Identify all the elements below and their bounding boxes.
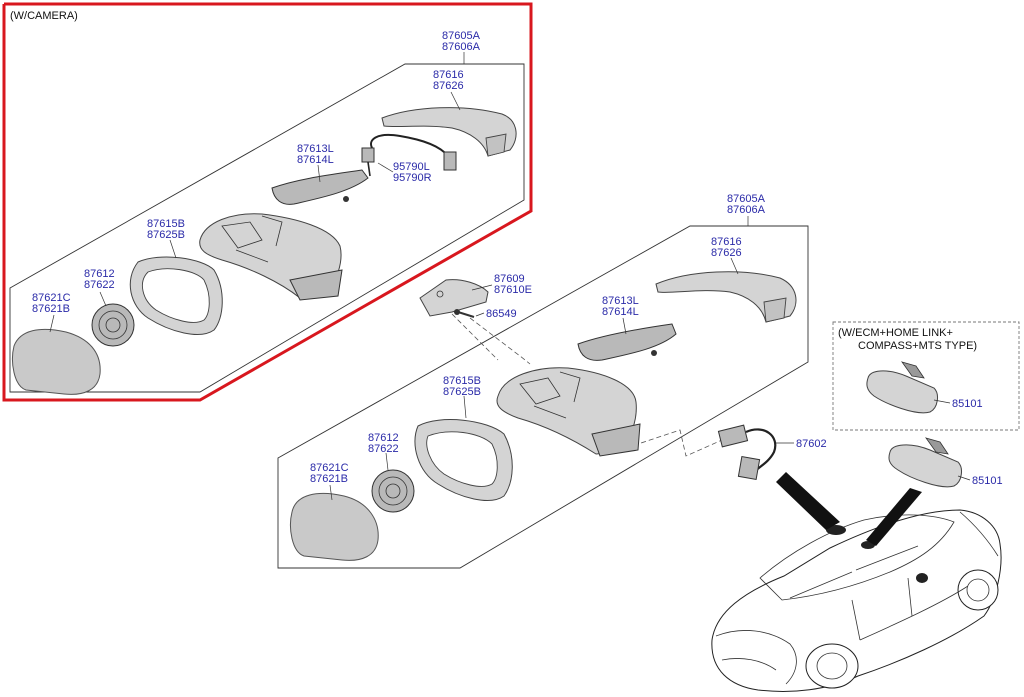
svg-text:87625B: 87625B (147, 229, 185, 241)
label-cover-assy-lower: 87605A 87606A (727, 193, 766, 216)
label-actuator-upper: 87612 87622 (84, 268, 115, 291)
inside-mirror-location-pointer (866, 488, 922, 546)
svg-text:87621B: 87621B (310, 473, 348, 485)
svg-text:87612: 87612 (368, 432, 399, 444)
svg-text:87622: 87622 (368, 443, 399, 455)
svg-text:87621C: 87621C (32, 292, 71, 304)
camera-group-highlight-border (2, 2, 533, 402)
label-wiring: 87602 (796, 438, 827, 450)
label-mirror-glass-upper: 87621C 87621B (32, 292, 71, 315)
svg-text:87614L: 87614L (602, 306, 639, 318)
wiring-harness-icon (717, 424, 777, 480)
camera-group-title: (W/CAMERA) (10, 10, 78, 22)
inside-mirror-option-box (832, 321, 1020, 431)
svg-text:87615B: 87615B (443, 375, 481, 387)
camera-assembly-frame (9, 63, 525, 393)
scalp-cover-icon (381, 107, 517, 157)
svg-text:87606A: 87606A (727, 204, 766, 216)
inside-mirror-option-note: (W/ECM+HOME LINK+ COMPASS+MTS TYPE) (838, 327, 977, 352)
svg-text:87605A: 87605A (442, 30, 481, 42)
scalp-cover-icon (655, 271, 797, 323)
label-inside-mirror-option: 85101 (952, 398, 983, 410)
camera-harness-icon (361, 134, 457, 177)
label-side-repeater-lower: 87613L 87614L (602, 295, 639, 318)
actuator-icon (91, 303, 135, 347)
svg-text:87622: 87622 (84, 279, 115, 291)
svg-text:87616: 87616 (711, 236, 742, 248)
inside-mirror-icon (888, 437, 962, 488)
actuator-icon (371, 469, 415, 513)
svg-text:87613L: 87613L (297, 143, 334, 155)
svg-text:87606A: 87606A (442, 41, 481, 53)
screw-icon (454, 309, 475, 318)
svg-text:95790R: 95790R (393, 172, 432, 184)
svg-text:86549: 86549 (486, 308, 517, 320)
label-inside-mirror: 85101 (972, 475, 1003, 487)
svg-text:87621C: 87621C (310, 462, 349, 474)
bracket-icon (419, 279, 489, 317)
label-side-repeater-upper: 87613L 87614L (297, 143, 334, 166)
wiring-location-pointer (776, 472, 840, 530)
svg-text:COMPASS+MTS TYPE): COMPASS+MTS TYPE) (858, 340, 977, 352)
mirror-body-icon (199, 213, 343, 301)
label-cover-assy-upper: 87605A 87606A (442, 30, 481, 53)
label-mirror-glass-lower: 87621C 87621B (310, 462, 349, 485)
housing-icon (129, 256, 223, 335)
mirror-glass-icon (12, 328, 101, 395)
label-scalp-cover-lower: 87616 87626 (711, 236, 742, 259)
side-repeater-icon (577, 323, 677, 361)
svg-text:87626: 87626 (433, 80, 464, 92)
standard-assembly-frame (277, 225, 809, 569)
svg-text:95790L: 95790L (393, 161, 430, 173)
svg-text:87615B: 87615B (147, 218, 185, 230)
side-repeater-icon (271, 169, 369, 205)
mirror-body-icon (496, 367, 641, 457)
label-screw: 86549 (486, 308, 517, 320)
svg-text:87602: 87602 (796, 438, 827, 450)
label-camera: 95790L 95790R (393, 161, 432, 184)
label-actuator-lower: 87612 87622 (368, 432, 399, 455)
inside-mirror-icon (866, 361, 938, 414)
vehicle-icon (711, 509, 1002, 692)
svg-text:87613L: 87613L (602, 295, 639, 307)
svg-text:(W/ECM+HOME LINK+: (W/ECM+HOME LINK+ (838, 327, 953, 339)
svg-text:87616: 87616 (433, 69, 464, 81)
svg-text:87614L: 87614L (297, 154, 334, 166)
housing-icon (414, 419, 513, 501)
label-scalp-cover-upper: 87616 87626 (433, 69, 464, 92)
svg-text:87621B: 87621B (32, 303, 70, 315)
label-bracket: 87609 87610E (494, 273, 532, 296)
label-housing-lower: 87615B 87625B (443, 375, 481, 398)
svg-text:87610E: 87610E (494, 284, 532, 296)
mirror-glass-icon (290, 492, 379, 561)
label-housing-upper: 87615B 87625B (147, 218, 185, 241)
svg-text:87612: 87612 (84, 268, 115, 280)
svg-text:87625B: 87625B (443, 386, 481, 398)
svg-text:87609: 87609 (494, 273, 525, 285)
svg-text:87626: 87626 (711, 247, 742, 259)
svg-text:87605A: 87605A (727, 193, 766, 205)
